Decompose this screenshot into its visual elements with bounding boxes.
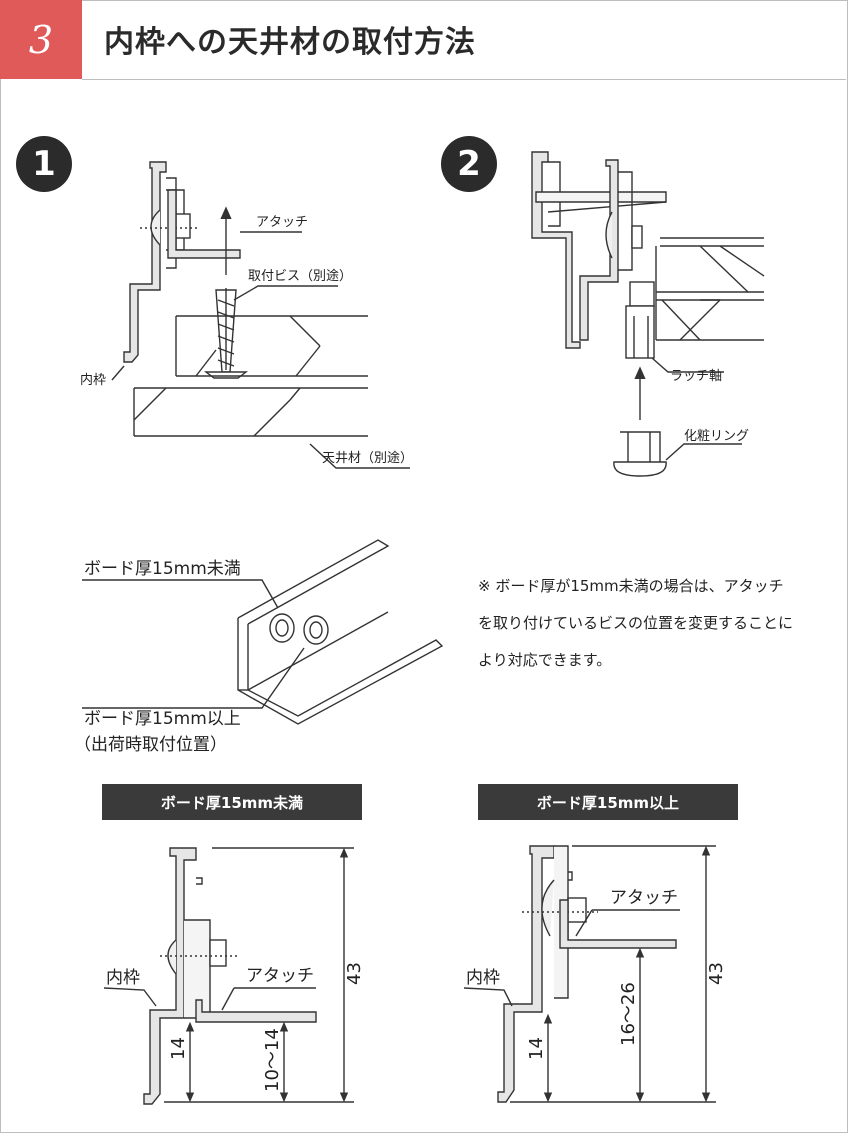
ceiling-board-lower <box>133 387 368 437</box>
note-line-3: より対応できます。 <box>478 651 612 669</box>
inner-frame-profile <box>123 161 167 363</box>
detail-left-inner-frame-label: 内枠 <box>106 968 140 988</box>
tag-under-15mm: ボード厚15mm未満 <box>102 784 362 820</box>
step-badge: 3 <box>0 0 82 79</box>
detail-left-attach-label: アタッチ <box>246 966 314 986</box>
fig2-ring-label: 化粧リング <box>684 429 749 444</box>
note-line-1: ※ ボード厚が15mm未満の場合は、アタッチ <box>478 577 784 595</box>
fig2-latch-label: ラッチ軸 <box>670 369 722 384</box>
fig1-ceiling-label: 天井材（別途） <box>322 450 413 466</box>
ceiling-board-upper <box>175 315 368 377</box>
figure-1 <box>111 161 410 469</box>
note-line-2: を取り付けているビスの位置を変更することに <box>478 614 794 632</box>
title-band: 内枠への天井材の取付方法 <box>82 0 846 80</box>
fig3-under-label: ボード厚15mm未満 <box>84 559 241 579</box>
detail-left-dim-total: 43 <box>344 962 365 985</box>
detail-right-inner-frame-label: 内枠 <box>466 968 500 988</box>
detail-right-attach-label: アタッチ <box>610 888 678 908</box>
note-text: ※ ボード厚が15mm未満の場合は、アタッチ を取り付けているビスの位置を変更す… <box>478 568 818 679</box>
fig3-over-sub-label: （出荷時取付位置） <box>74 735 227 755</box>
fig3-over-label: ボード厚15mm以上 <box>84 709 241 729</box>
attach-angle <box>167 189 241 259</box>
step-2-badge: 2 <box>441 136 497 192</box>
detail-right-dim-total: 43 <box>706 962 727 985</box>
tag-over-15mm: ボード厚15mm以上 <box>478 784 738 820</box>
detail-right <box>463 845 716 1103</box>
fig1-inner-frame-label: 内枠 <box>80 372 106 388</box>
detail-left <box>103 847 354 1105</box>
figure-3 <box>82 539 444 725</box>
fig1-attach-label: アタッチ <box>256 215 308 230</box>
page-title: 内枠への天井材の取付方法 <box>104 25 476 60</box>
detail-left-dim-range: 10～14 <box>262 1028 283 1092</box>
step-1-badge: 1 <box>16 136 72 192</box>
detail-right-dim-bottom: 14 <box>526 1037 547 1060</box>
screw <box>203 288 249 379</box>
fig1-screw-label: 取付ビス（別途） <box>248 268 352 284</box>
detail-right-dim-range: 16～26 <box>618 982 639 1046</box>
figure-2 <box>531 151 765 477</box>
detail-left-dim-bottom: 14 <box>168 1037 189 1060</box>
